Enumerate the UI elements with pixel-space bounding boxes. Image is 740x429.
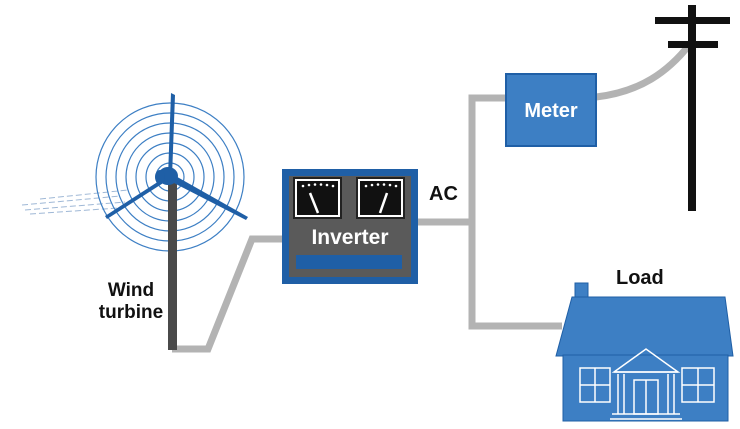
gauge-right-icon xyxy=(356,177,405,219)
blade-top xyxy=(168,93,175,177)
inverter-label: Inverter xyxy=(311,226,389,249)
meter-to-pole-wire xyxy=(595,41,693,101)
meter-to-load-bus-wire xyxy=(468,94,562,330)
house-roof xyxy=(555,296,734,357)
wind-lines xyxy=(21,189,129,215)
wiring xyxy=(172,41,693,353)
window-right xyxy=(681,367,715,403)
meter-box xyxy=(505,73,597,147)
turbine-to-inverter-wire xyxy=(172,235,282,353)
gauge-left-icon xyxy=(293,177,342,219)
load-label: Load xyxy=(616,267,664,289)
utility-pole xyxy=(655,5,730,211)
turbine-tower xyxy=(168,182,177,350)
blade-right xyxy=(170,174,248,220)
meter-label: Meter xyxy=(524,100,578,122)
wind-turbine-label: Wind turbine xyxy=(92,280,170,324)
blade-left xyxy=(105,174,170,219)
inverter-display-bar xyxy=(296,255,402,269)
inverter-box xyxy=(282,169,418,284)
wind-turbine-label-line1: Wind xyxy=(107,280,155,301)
window-left xyxy=(579,367,611,403)
porch xyxy=(610,348,682,420)
wind-turbine-icon xyxy=(21,93,248,350)
wind-turbine-label-line2: turbine xyxy=(98,302,164,323)
house-icon xyxy=(555,282,734,422)
ac-label: AC xyxy=(429,183,458,205)
